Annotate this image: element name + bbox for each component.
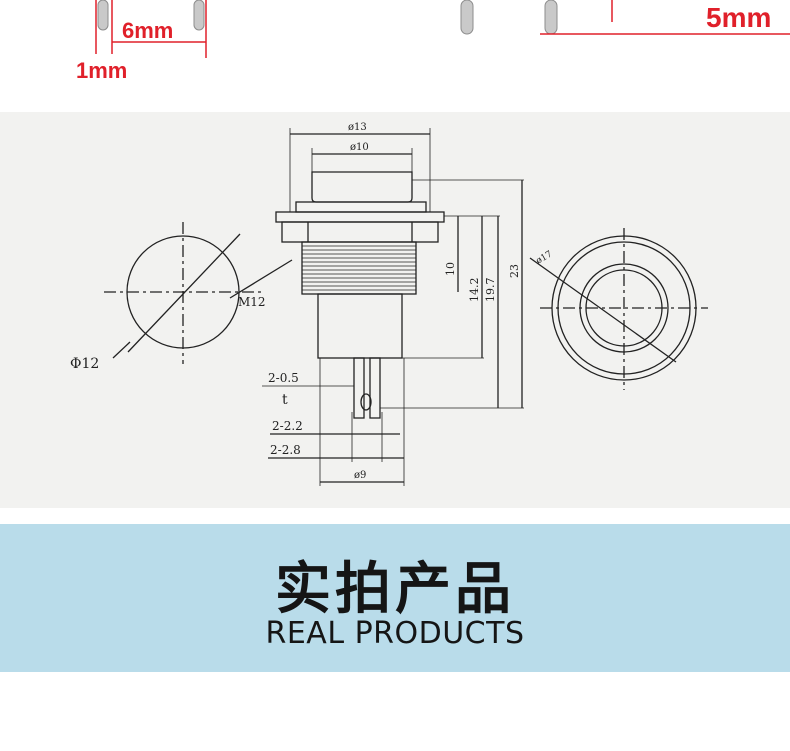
label-d9: ø9	[354, 470, 366, 481]
nut	[281, 221, 439, 243]
pin-right-b	[544, 0, 558, 35]
terminal-hole	[360, 393, 372, 411]
terminal-right	[369, 357, 381, 419]
terminal-left	[353, 357, 365, 419]
side-view	[262, 128, 524, 486]
body	[317, 293, 403, 359]
label-1mm: 1mm	[76, 58, 128, 83]
front-view	[104, 222, 293, 364]
label-10: 10	[444, 262, 457, 276]
banner-title: 实拍产品	[275, 557, 515, 622]
label-2-2-8: 2-2.8	[270, 443, 301, 457]
real-products-banner: 实拍产品 REAL PRODUCTS	[0, 524, 790, 672]
banner-subtitle: REAL PRODUCTS	[265, 616, 525, 651]
technical-drawing: Φ12 M12 ø13 ø10 10 14.2 19.7 23 2-0.5 t …	[0, 112, 790, 508]
label-6mm: 6mm	[122, 18, 174, 43]
cap	[311, 171, 413, 203]
thread-leader	[229, 259, 293, 299]
top-strip: 6mm 1mm 5mm	[0, 0, 790, 110]
rear-view	[529, 228, 708, 390]
label-2-2-2: 2-2.2	[272, 419, 303, 433]
flange	[275, 211, 445, 223]
label-14-2: 14.2	[468, 278, 481, 303]
rear-diameter-line	[529, 257, 677, 363]
pin-left-a	[97, 0, 109, 31]
bezel	[295, 201, 427, 213]
label-5mm: 5mm	[706, 2, 772, 33]
thread-lines	[302, 245, 416, 291]
label-d13: ø13	[348, 122, 367, 133]
label-2-0-5: 2-0.5	[268, 371, 299, 385]
label-phi12: Φ12	[70, 356, 99, 372]
drawing-svg: Φ12 M12 ø13 ø10 10 14.2 19.7 23 2-0.5 t …	[70, 122, 708, 486]
pin-right-a	[460, 0, 474, 35]
front-leader	[112, 341, 131, 359]
label-m12: M12	[238, 295, 266, 309]
label-d10: ø10	[350, 142, 369, 153]
top-dimension-graphics	[95, 0, 790, 58]
label-19-7: 19.7	[484, 278, 497, 303]
label-d17: ø17	[535, 249, 555, 266]
front-diameter-line	[127, 233, 241, 353]
pin-left-b	[193, 0, 205, 31]
label-t: t	[282, 392, 288, 408]
label-23: 23	[508, 264, 521, 278]
